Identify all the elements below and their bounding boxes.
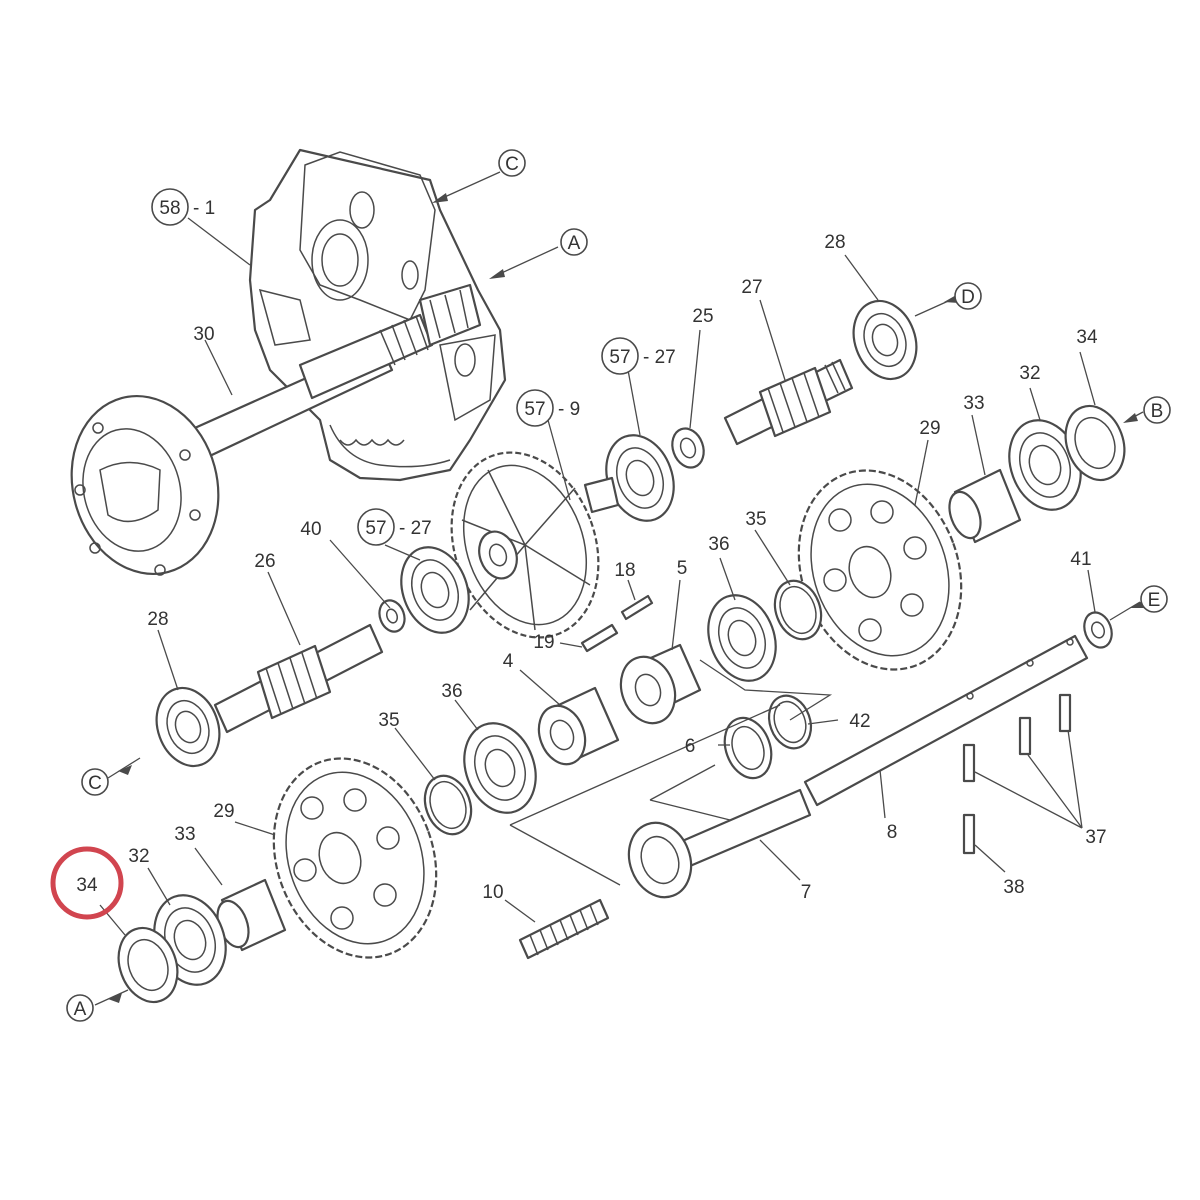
oil-seal-34-top	[1064, 404, 1126, 482]
circlip-35-mid	[423, 774, 473, 836]
highlight-ring	[50, 846, 124, 920]
oil-seal-34-bottom	[117, 926, 179, 1004]
pin-37-a	[962, 743, 976, 783]
bearing-36-mid	[463, 722, 537, 814]
part-suffix-57-lower: - 27	[399, 518, 432, 539]
label-19: 19	[533, 632, 554, 653]
bearing-57-27-lower	[400, 546, 470, 634]
label-30: 30	[193, 324, 214, 345]
gear-29-bottom	[272, 757, 438, 959]
callout-58-1: 58 - 1	[151, 188, 215, 226]
shift-fork-7	[627, 788, 812, 899]
ring-42	[767, 694, 813, 750]
highlighted-callout-34[interactable]: 34	[50, 846, 124, 920]
label-29-top: 29	[919, 418, 940, 439]
part-number-58: 58	[159, 198, 180, 219]
bearing-36-upper	[707, 594, 777, 682]
pin-19	[580, 623, 619, 653]
part-suffix-57-upper: - 27	[643, 347, 676, 368]
label-42: 42	[849, 711, 870, 732]
label-35-mid: 35	[378, 710, 399, 731]
label-40: 40	[300, 519, 321, 540]
ref-label-d: D	[961, 287, 975, 308]
label-29-bottom: 29	[213, 801, 234, 822]
label-37: 37	[1085, 827, 1106, 848]
label-6: 6	[685, 736, 696, 757]
label-4: 4	[503, 651, 514, 672]
part-number-57-lower: 57	[365, 518, 386, 539]
callout-57-27-upper: 57 - 27	[601, 337, 676, 375]
clutch-4	[537, 686, 620, 766]
label-5: 5	[677, 558, 688, 579]
washer-41	[1083, 611, 1113, 649]
callout-57-9: 57 - 9	[516, 389, 580, 427]
ring-6	[723, 716, 773, 780]
ref-label-e: E	[1148, 590, 1161, 611]
ref-bubble-d: D	[954, 282, 982, 310]
spring-10	[518, 898, 610, 960]
label-7: 7	[801, 882, 812, 903]
pin-38	[962, 813, 976, 855]
part-labels: 30 25 27 28 34 32 33 29 40 26 35 36 18 5…	[128, 232, 1106, 903]
axle-shaft-30	[70, 283, 482, 576]
label-18: 18	[614, 560, 635, 581]
shift-rod-8	[803, 634, 1089, 807]
ref-label-c-left: C	[88, 773, 102, 794]
label-28-left: 28	[147, 609, 168, 630]
label-27: 27	[741, 277, 762, 298]
label-25: 25	[692, 306, 713, 327]
leader-lines	[94, 171, 1146, 1006]
ref-label-a-bottom: A	[74, 999, 87, 1020]
label-36-mid: 36	[441, 681, 462, 702]
bearing-28-left	[155, 686, 221, 768]
clutch-5	[619, 643, 702, 725]
label-32-top: 32	[1019, 363, 1040, 384]
gear-29-top	[797, 469, 963, 671]
collar-33-top	[948, 468, 1022, 544]
pin-37-b	[1018, 716, 1032, 756]
label-38: 38	[1003, 877, 1024, 898]
ref-bubble-e: E	[1140, 585, 1168, 613]
label-33-top: 33	[963, 393, 984, 414]
label-10: 10	[482, 882, 503, 903]
label-34-top: 34	[1076, 327, 1098, 348]
ref-bubble-b: B	[1143, 396, 1171, 424]
label-32-bottom: 32	[128, 846, 149, 867]
ref-label-a-top: A	[568, 233, 581, 254]
part-suffix-58: - 1	[193, 198, 215, 219]
label-36-top: 36	[708, 534, 729, 555]
ref-bubble-a-bottom: A	[66, 994, 94, 1022]
label-41: 41	[1070, 549, 1091, 570]
washer-40	[378, 599, 406, 633]
callout-57-27-lower: 57 - 27	[357, 508, 432, 546]
gear-57-9	[450, 451, 620, 639]
ref-bubble-c-left: C	[81, 768, 109, 796]
label-34-bottom: 34	[76, 875, 98, 896]
washer-25	[671, 427, 705, 469]
ref-bubble-c-top: C	[498, 149, 526, 177]
part-suffix-57-gear: - 9	[558, 399, 580, 420]
label-35-top: 35	[745, 509, 766, 530]
ref-label-c-top: C	[505, 154, 519, 175]
pinion-shaft-27	[723, 358, 854, 446]
part-number-57-gear: 57	[524, 399, 545, 420]
bearing-28-top	[852, 299, 918, 381]
label-33-bottom: 33	[174, 824, 195, 845]
ref-label-b: B	[1151, 401, 1164, 422]
bearing-57-27-upper	[605, 434, 675, 522]
pinion-shaft-26	[213, 623, 384, 734]
label-8: 8	[887, 822, 898, 843]
label-26: 26	[254, 551, 275, 572]
part-number-57-upper: 57	[609, 347, 630, 368]
assembly-guide-lines	[509, 659, 833, 886]
pin-18	[620, 594, 654, 621]
pin-37-c	[1058, 693, 1072, 733]
label-28-top: 28	[824, 232, 845, 253]
ref-bubble-a-top: A	[560, 228, 588, 256]
